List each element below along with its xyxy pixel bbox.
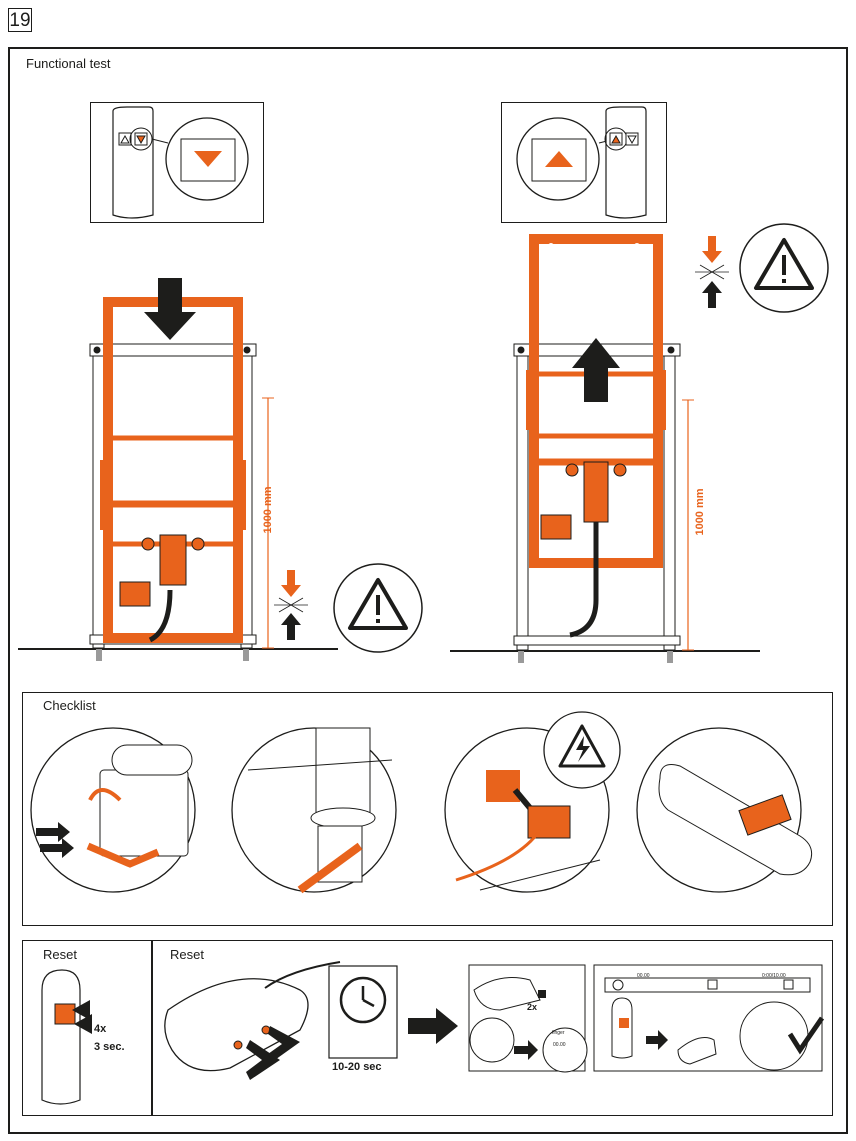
page-frame — [8, 47, 848, 1134]
checklist-title: Checklist — [43, 698, 96, 713]
reset-timer-end: 0:00/10.00 — [762, 973, 786, 979]
reset-finger-label: finger — [552, 1030, 565, 1036]
functional-test-title: Functional test — [26, 56, 111, 71]
reset-phone-count: 2x — [527, 1002, 538, 1012]
reset-left-title: Reset — [43, 947, 77, 962]
remote-down-illustration — [112, 106, 249, 219]
reset-right-title: Reset — [170, 947, 204, 962]
reset-press-duration: 3 sec. — [94, 1041, 125, 1053]
frame-raised-illustration — [450, 223, 829, 663]
remote-up-panel — [501, 102, 667, 223]
remote-down-panel — [90, 102, 264, 223]
page-number: 19 — [8, 8, 32, 32]
remote-up-illustration — [516, 106, 647, 219]
reset-timer-start: 00.00 — [637, 973, 650, 979]
checklist-panel — [22, 692, 833, 926]
reset-wait-label: 10-20 sec — [332, 1061, 382, 1073]
reset-divider — [151, 940, 153, 1116]
reset-press-count: 4x — [94, 1023, 107, 1035]
reset-phone-time: 00.00 — [553, 1042, 566, 1048]
checklist-illustrations — [30, 711, 813, 894]
frame-lowered-illustration — [18, 278, 423, 661]
reset-panel — [22, 940, 833, 1116]
